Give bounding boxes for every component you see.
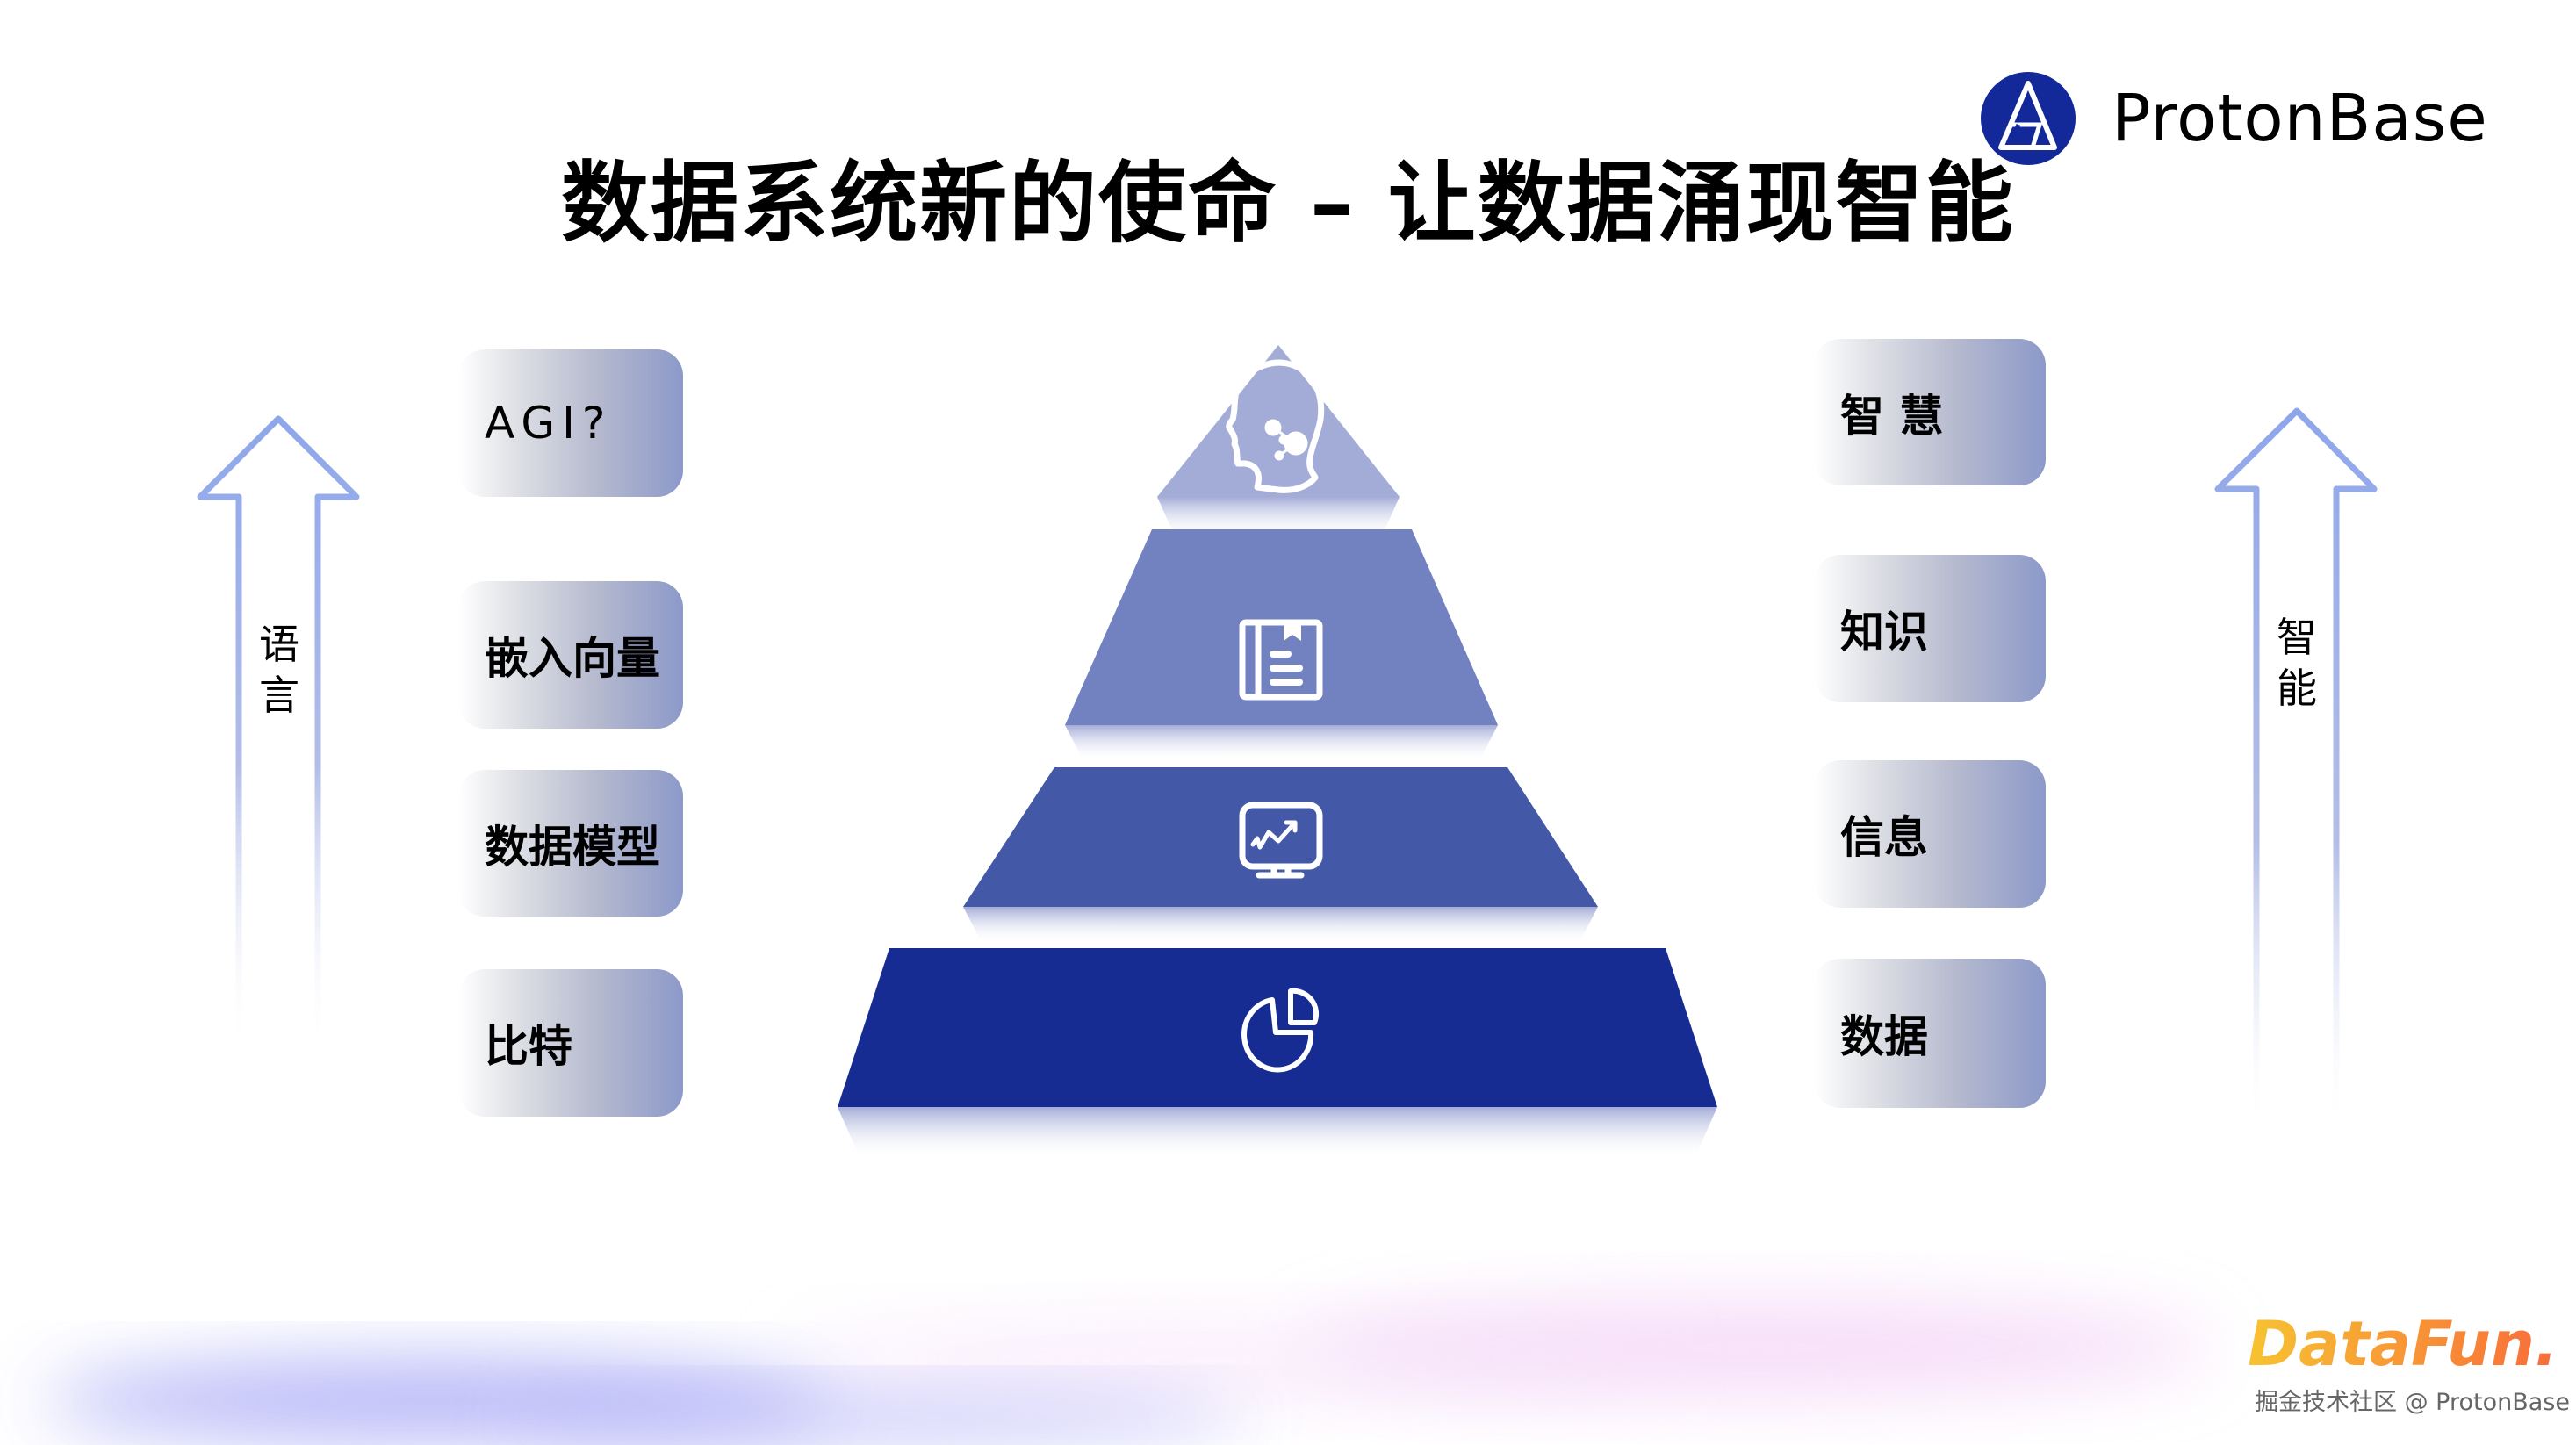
- right-box-knowledge: 知识: [1814, 555, 2046, 702]
- pyramid-tier-knowledge: [1065, 529, 1498, 725]
- brain-head-icon: [1226, 359, 1325, 493]
- dikw-pyramid: [838, 345, 1717, 1159]
- background-blobs: [44, 1299, 2213, 1444]
- language-arrow-label: 语 言: [259, 621, 299, 719]
- right-box-data: 数据: [1814, 959, 2046, 1108]
- left-box-agi: AGI?: [458, 349, 683, 497]
- pyramid-tier-wisdom: [1157, 345, 1400, 497]
- brand-name: ProtonBase: [2112, 81, 2488, 156]
- right-box-information: 信息: [1814, 760, 2046, 908]
- brand-header: ProtonBase: [1980, 70, 2488, 167]
- left-box-bits: 比特: [458, 969, 683, 1117]
- pie-chart-icon: [1241, 988, 1319, 1073]
- page-title: 数据系统新的使命 – 让数据涌现智能: [561, 152, 2015, 255]
- left-box-embedding-vectors: 嵌入向量: [458, 581, 683, 729]
- left-box-data-model: 数据模型: [458, 770, 683, 917]
- neuron-dots: [1264, 419, 1308, 461]
- protonbase-logo-icon: [1981, 72, 2076, 165]
- intelligence-arrow-label: 智 能: [2277, 614, 2317, 712]
- datafun-logo: DataFun.: [2248, 1308, 2558, 1380]
- watermark-text: 掘金技术社区 @ ProtonBase: [2255, 1389, 2570, 1416]
- monitor-chart-icon: [1239, 802, 1323, 879]
- right-box-wisdom: 智 慧: [1814, 339, 2046, 485]
- intelligence-arrow-icon: [2214, 407, 2378, 1133]
- book-icon: [1239, 619, 1323, 701]
- language-arrow-icon: [197, 415, 360, 1053]
